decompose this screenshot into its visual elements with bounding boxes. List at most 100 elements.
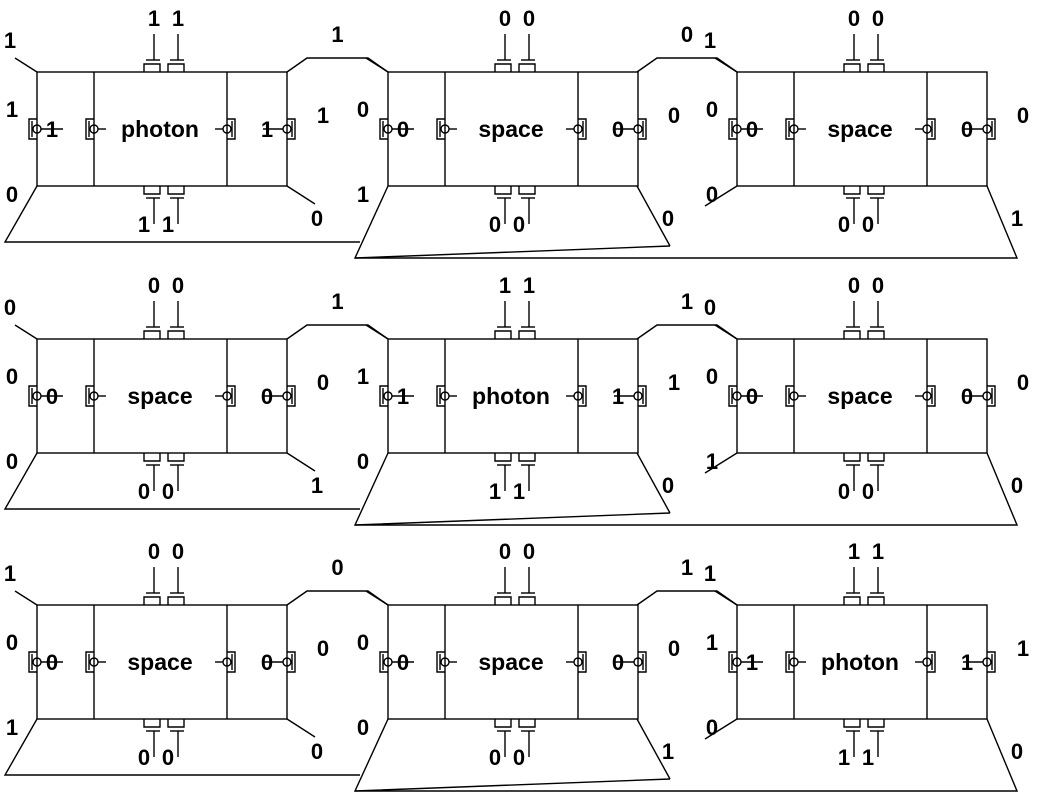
base-wedge xyxy=(3,185,360,243)
bottom-output-value: 1 xyxy=(513,479,525,504)
bridge-wire xyxy=(636,57,738,73)
corner-lead xyxy=(286,452,316,472)
corner-top-value: 1 xyxy=(4,28,16,53)
bridge-value: 1 xyxy=(681,555,693,580)
left-internal-value: 0 xyxy=(46,650,58,675)
cell-name: photon xyxy=(821,649,899,675)
right-output-value: 1 xyxy=(317,103,329,128)
bottom-output-value: 0 xyxy=(838,479,850,504)
corner-lead xyxy=(636,718,671,780)
transistor-channel xyxy=(28,118,37,140)
corner-lead xyxy=(714,590,738,606)
corner-lead xyxy=(14,324,38,340)
top-input-value: 0 xyxy=(172,273,184,298)
transistor-channel xyxy=(379,385,388,407)
cell-frame xyxy=(36,338,288,454)
top-input-value: 0 xyxy=(872,273,884,298)
transistor-channel xyxy=(785,385,794,407)
transistor-channel xyxy=(785,118,794,140)
bottom-output-value: 0 xyxy=(162,745,174,770)
transistor-channel xyxy=(167,719,185,728)
top-input-value: 0 xyxy=(523,539,535,564)
cell-name: space xyxy=(127,383,192,409)
cell-name: space xyxy=(478,116,543,142)
transistor-channel xyxy=(927,385,936,407)
cell-name: space xyxy=(827,383,892,409)
corner-bottom-right-value: 0 xyxy=(311,739,323,764)
right-output-value: 0 xyxy=(1017,103,1029,128)
corner-lead xyxy=(365,590,389,606)
cell-frame xyxy=(387,604,639,720)
right-output-value: 0 xyxy=(317,636,329,661)
bridge-wire xyxy=(286,324,389,340)
top-input-value: 0 xyxy=(148,273,160,298)
transistor-channel xyxy=(728,651,737,673)
corner-bottom-left-value: 0 xyxy=(6,182,18,207)
bridge-value: 0 xyxy=(331,555,343,580)
base-wedge xyxy=(355,452,1019,526)
transistor-channel xyxy=(867,63,885,72)
corner-bottom-right-value: 1 xyxy=(1011,206,1023,231)
corner-bottom-right-value: 0 xyxy=(662,206,674,231)
bottom-output-value: 0 xyxy=(513,212,525,237)
bridge-value: 1 xyxy=(331,22,343,47)
base-wedge xyxy=(704,718,738,740)
corner-top-value: 1 xyxy=(4,561,16,586)
left-internal-value: 0 xyxy=(46,384,58,409)
right-output-value: 1 xyxy=(1017,636,1029,661)
bottom-output-value: 0 xyxy=(138,745,150,770)
transistor-channel xyxy=(143,330,161,339)
transistor-channel xyxy=(227,385,236,407)
top-input-value: 0 xyxy=(499,539,511,564)
left-internal-value: 0 xyxy=(746,117,758,142)
right-output-value: 0 xyxy=(1017,370,1029,395)
transistor-channel xyxy=(85,651,94,673)
left-input-value: 0 xyxy=(706,364,718,389)
transistor-channel xyxy=(785,651,794,673)
top-input-value: 0 xyxy=(872,6,884,31)
left-internal-value: 0 xyxy=(397,650,409,675)
transistor-channel xyxy=(379,651,388,673)
corner-bottom-left-value: 0 xyxy=(706,715,718,740)
transistor-channel xyxy=(143,63,161,72)
corner-top-value: 1 xyxy=(704,561,716,586)
corner-lead xyxy=(714,57,738,73)
base-wedge xyxy=(3,718,360,776)
transistor-channel xyxy=(518,186,536,195)
corner-bottom-left-value: 0 xyxy=(357,449,369,474)
right-internal-value: 1 xyxy=(961,650,973,675)
top-input-value: 0 xyxy=(499,6,511,31)
left-input-value: 1 xyxy=(357,364,369,389)
transistor-channel xyxy=(578,385,587,407)
left-internal-value: 0 xyxy=(746,384,758,409)
corner-bottom-left-value: 1 xyxy=(6,715,18,740)
transistor-channel xyxy=(518,330,536,339)
transistor-channel xyxy=(987,385,996,407)
corner-bottom-right-value: 0 xyxy=(311,206,323,231)
top-input-value: 1 xyxy=(872,539,884,564)
corner-lead xyxy=(636,452,671,514)
transistor-channel xyxy=(143,719,161,728)
corner-bottom-right-value: 0 xyxy=(1011,473,1023,498)
transistor-channel xyxy=(167,453,185,462)
top-input-value: 0 xyxy=(848,273,860,298)
transistor-channel xyxy=(518,719,536,728)
transistor-channel xyxy=(927,651,936,673)
top-input-value: 0 xyxy=(172,539,184,564)
bridge-wire xyxy=(286,590,389,606)
left-input-value: 0 xyxy=(6,630,18,655)
right-output-value: 1 xyxy=(668,370,680,395)
transistor-channel xyxy=(843,63,861,72)
bottom-output-value: 1 xyxy=(838,745,850,770)
right-internal-value: 1 xyxy=(261,117,273,142)
bottom-output-value: 0 xyxy=(138,479,150,504)
cell-frame xyxy=(387,71,639,187)
